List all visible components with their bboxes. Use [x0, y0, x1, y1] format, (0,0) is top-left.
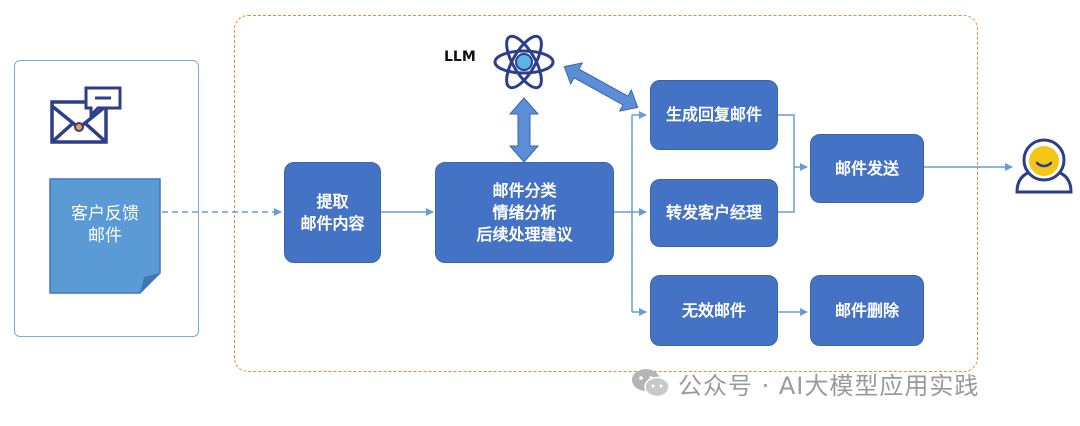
edge-reply-merge [778, 114, 795, 213]
step-invalid-email: 无效邮件 [650, 275, 778, 346]
llm-analyze-double-arrow [508, 97, 540, 163]
feedback-document-shape [49, 178, 161, 294]
step-forward-manager: 转发客户经理 [650, 179, 778, 247]
step-delete-email: 邮件删除 [810, 275, 924, 346]
feedback-document-label: 客户反馈 邮件 [71, 204, 139, 246]
step-classify-analyze: 邮件分类 情绪分析 后续处理建议 [435, 162, 614, 263]
step-generate-reply: 生成回复邮件 [650, 80, 778, 150]
user-avatar-icon [1015, 138, 1073, 194]
llm-label: LLM [444, 49, 476, 65]
watermark-text: 公众号 · AI大模型应用实践 [678, 372, 980, 400]
email-feedback-icon [50, 86, 122, 144]
wechat-icon [632, 369, 670, 398]
llm-reply-double-arrow [563, 62, 639, 112]
source-panel [14, 60, 199, 337]
step-extract-content: 提取 邮件内容 [284, 162, 381, 263]
step-send-email: 邮件发送 [810, 134, 924, 203]
processing-panel [234, 15, 978, 372]
atom-icon [493, 34, 555, 90]
